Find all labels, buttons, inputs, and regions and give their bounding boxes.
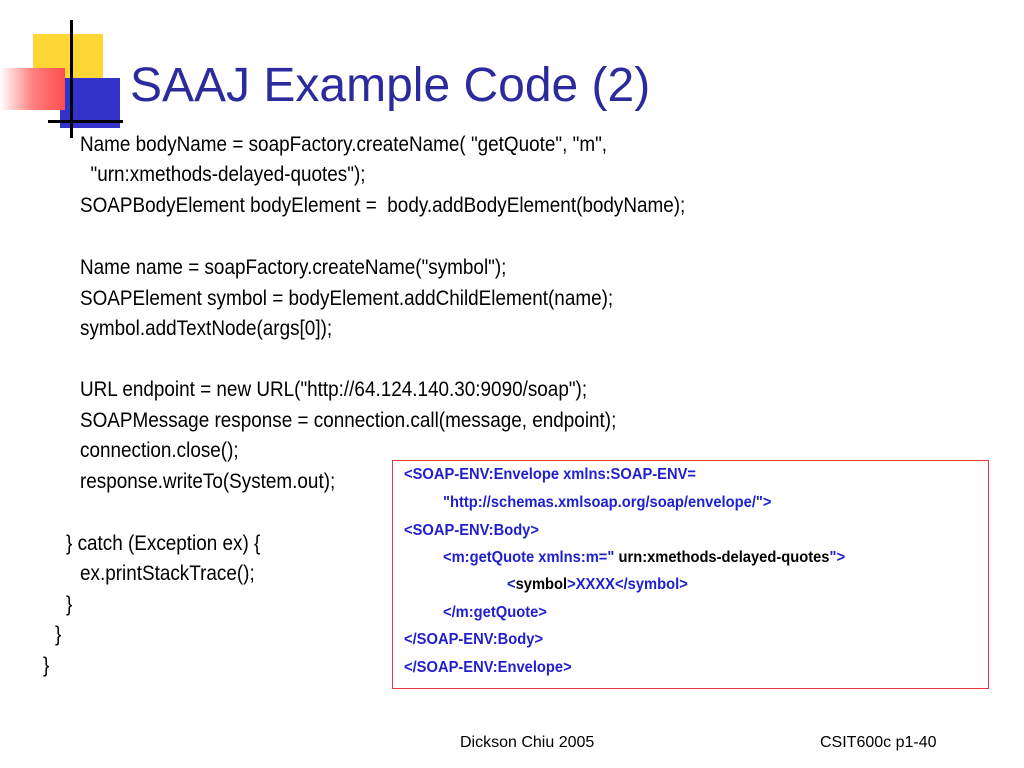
- slide-title: SAAJ Example Code (2): [130, 59, 651, 112]
- code-line: }: [66, 593, 73, 616]
- code-line: connection.close();: [80, 439, 239, 462]
- code-line: }: [43, 654, 50, 677]
- xml-fragment: ">: [829, 549, 846, 566]
- code-line: Name bodyName = soapFactory.createName( …: [80, 133, 608, 156]
- xml-fragment: <: [507, 576, 516, 593]
- footer-author: Dickson Chiu 2005: [460, 734, 595, 751]
- xml-fragment: >XXXX</symbol>: [567, 576, 688, 593]
- code-line: Name name = soapFactory.createName("symb…: [80, 256, 507, 279]
- xml-line: </m:getQuote>: [443, 604, 547, 621]
- xml-fragment: symbol: [515, 576, 568, 593]
- xml-line: </SOAP-ENV:Body>: [404, 631, 544, 648]
- code-line: URL endpoint = new URL("http://64.124.14…: [80, 378, 588, 401]
- code-line: symbol.addTextNode(args[0]);: [80, 317, 333, 340]
- code-line: } catch (Exception ex) {: [66, 532, 261, 555]
- logo-vertical-line: [70, 20, 73, 138]
- xml-line: <SOAP-ENV:Envelope xmlns:SOAP-ENV=: [404, 466, 697, 483]
- code-line: "urn:xmethods-delayed-quotes");: [80, 163, 366, 186]
- xml-fragment: <m:getQuote xmlns:m=": [443, 549, 615, 566]
- logo-horizontal-line: [48, 120, 123, 123]
- code-line: ex.printStackTrace();: [80, 562, 255, 585]
- logo-red-bar: [0, 68, 65, 110]
- xml-line: <m:getQuote xmlns:m=" urn:xmethods-delay…: [443, 547, 845, 569]
- code-line: SOAPBodyElement bodyElement = body.addBo…: [80, 194, 686, 217]
- xml-line: <symbol>XXXX</symbol>: [507, 574, 688, 596]
- code-line: SOAPElement symbol = bodyElement.addChil…: [80, 287, 614, 310]
- soap-xml-box: <SOAP-ENV:Envelope xmlns:SOAP-ENV= "http…: [392, 460, 989, 689]
- code-line: }: [55, 623, 62, 646]
- xml-fragment: urn:xmethods-delayed-quotes: [614, 549, 830, 566]
- xml-line: </SOAP-ENV:Envelope>: [404, 659, 572, 676]
- code-line: response.writeTo(System.out);: [80, 470, 336, 493]
- slide-logo: [0, 0, 125, 140]
- xml-line: "http://schemas.xmlsoap.org/soap/envelop…: [443, 494, 772, 511]
- xml-line: <SOAP-ENV:Body>: [404, 522, 539, 539]
- footer-page-number: CSIT600c p1-40: [820, 734, 937, 751]
- code-line: SOAPMessage response = connection.call(m…: [80, 409, 617, 432]
